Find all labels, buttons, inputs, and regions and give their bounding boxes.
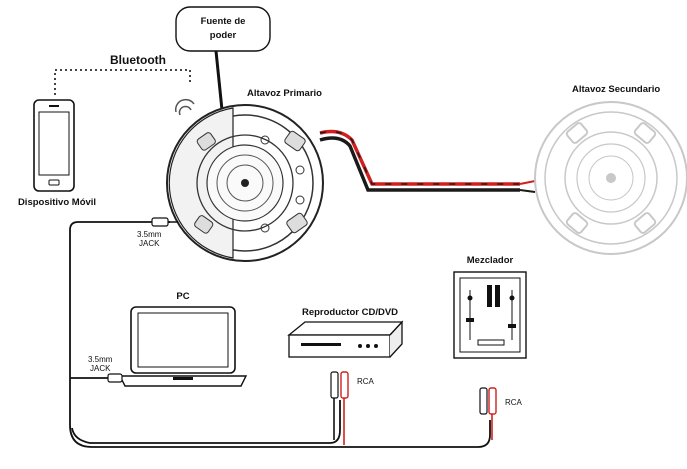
speaker-wire bbox=[319, 129, 536, 193]
secondary-speaker bbox=[534, 101, 687, 255]
mixer-rca-label: RCA bbox=[505, 398, 523, 407]
power-supply-box: Fuente de poder bbox=[175, 6, 271, 52]
pc-jack-label-line2: JACK bbox=[90, 364, 111, 373]
pc-label: PC bbox=[176, 291, 189, 302]
player-rca-label: RCA bbox=[357, 377, 375, 386]
primary-jack-label-line2: JACK bbox=[139, 239, 160, 248]
mobile-device-label: Dispositivo Móvil bbox=[18, 197, 96, 208]
primary-jack-label-line1: 3.5mm bbox=[137, 230, 162, 239]
secondary-speaker-label: Altavoz Secundario bbox=[572, 84, 660, 95]
cd-dvd-player-icon bbox=[287, 320, 404, 358]
player-rca-plug-icon bbox=[330, 371, 349, 445]
power-cable bbox=[214, 50, 224, 111]
mixer-label: Mezclador bbox=[467, 255, 514, 266]
bluetooth-label: Bluetooth bbox=[110, 53, 166, 67]
wireless-signal-icon bbox=[174, 98, 195, 116]
mixer-rca-plug-icon bbox=[479, 387, 497, 440]
primary-speaker bbox=[166, 104, 324, 262]
laptop-icon bbox=[118, 306, 248, 387]
primary-speaker-label: Altavoz Primario bbox=[247, 88, 322, 99]
primary-jack-plug-icon bbox=[151, 217, 178, 227]
mixer-icon bbox=[453, 271, 527, 359]
pc-jack-plug-icon bbox=[107, 373, 123, 383]
mobile-phone-icon bbox=[33, 99, 75, 192]
cd-dvd-player-label: Reproductor CD/DVD bbox=[302, 307, 398, 318]
bluetooth-link: Bluetooth bbox=[54, 53, 191, 95]
power-supply-label-line2: poder bbox=[210, 30, 237, 41]
power-supply-label-line1: Fuente de bbox=[201, 16, 246, 27]
pc-jack-label-line1: 3.5mm bbox=[88, 355, 113, 364]
